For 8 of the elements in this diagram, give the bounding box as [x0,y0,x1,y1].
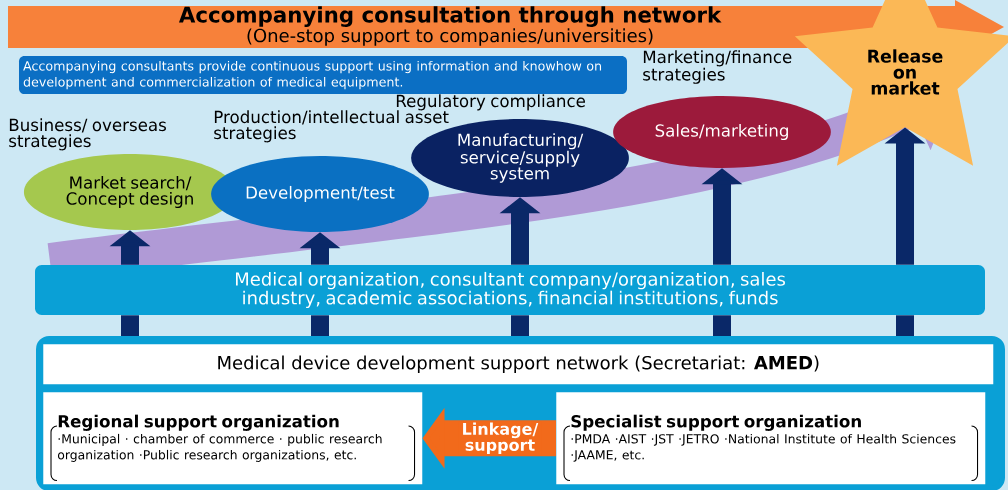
organization-box: Regional support organization ·Municipal · chamber of commerce · public research organization ·Public research organizations, etc. [43,392,423,485]
note-box: Accompanying consultants provide continuous support using information and knowhow on development and commercialization of medical equipment. [19,56,627,94]
edge-label: Linkage/ support [458,421,542,456]
header-box: Medical device development support network (Secretariat: AMED) [43,344,994,385]
stage-caption: Business/ overseas strategies [9,118,166,151]
organization-box: Specialist support organization ·PMDA ·AIST ·JST ·JETRO ·National Institute of Health Sciences ·JAAME, etc. [556,392,986,485]
stage-caption: Regulatory compliance [396,94,585,111]
partner-band: Medical organization, consultant company/organization, sales industry, academic associations, financial institutions, funds [35,265,985,315]
